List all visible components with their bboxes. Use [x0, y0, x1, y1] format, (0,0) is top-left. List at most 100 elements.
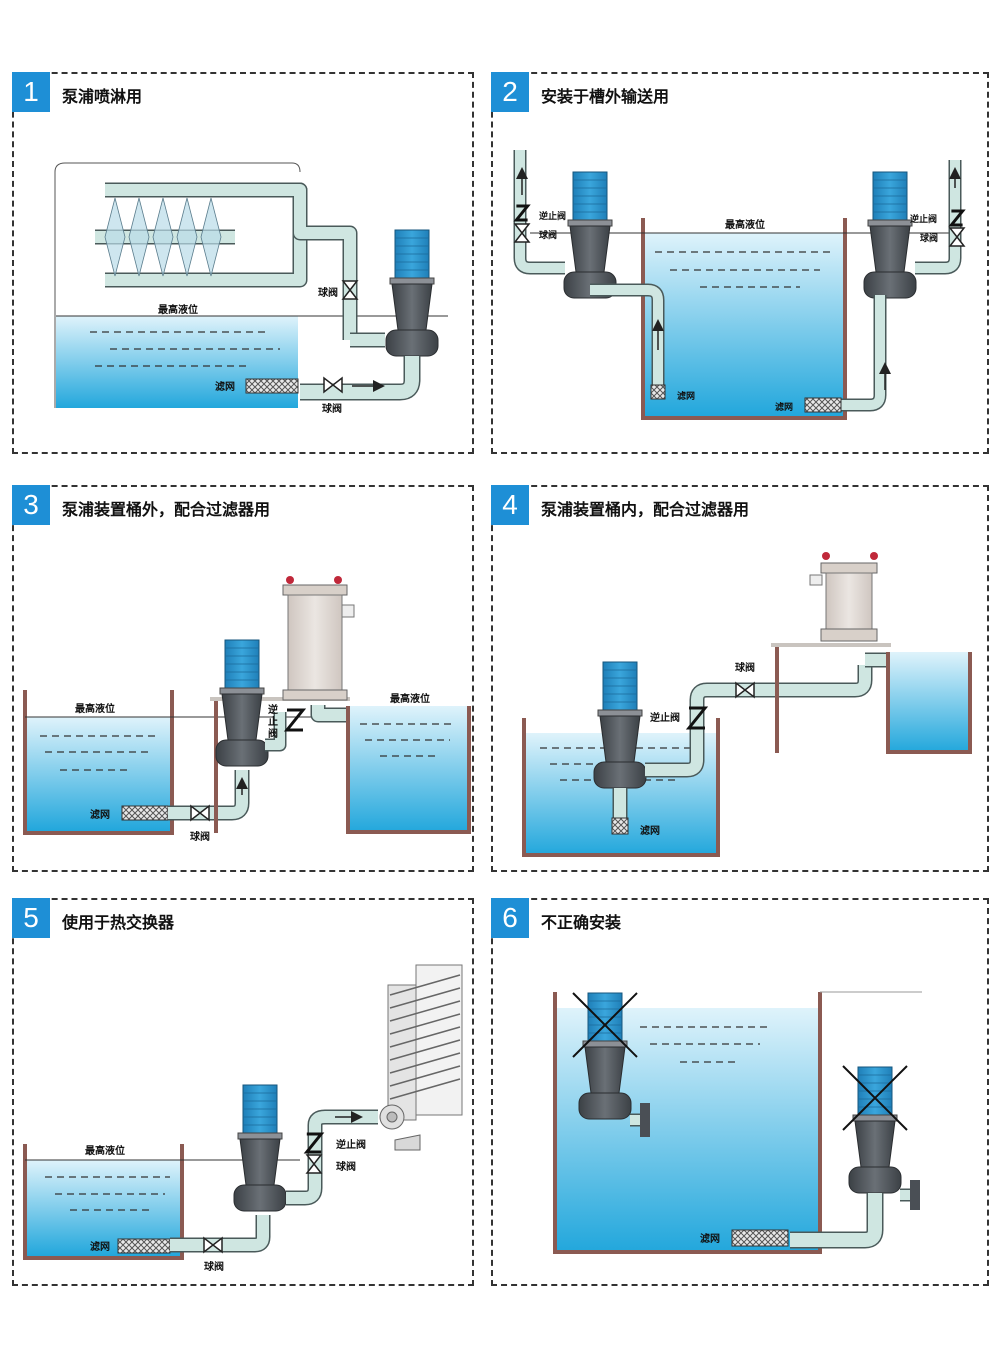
ball-valve-icon — [203, 1236, 223, 1254]
pump-flange — [219, 687, 265, 695]
enclosure-outline — [54, 162, 301, 408]
outlet-flange — [910, 1180, 920, 1210]
ball-valve-label: 球阀 — [539, 229, 557, 241]
pump-body — [221, 693, 263, 741]
plate-line — [389, 1026, 461, 1048]
tank-wall — [553, 992, 822, 1254]
pump-volute — [848, 1166, 902, 1194]
ball-valve-icon — [735, 681, 755, 699]
panel-title: 泵浦喷淋用 — [62, 87, 143, 106]
plate-line — [389, 987, 461, 1009]
pipe — [168, 770, 248, 819]
panel-title: 泵浦装置桶内，配合过滤器用 — [541, 500, 750, 519]
panel-6: 6 不正确安装 — [491, 898, 989, 1286]
filter-housing — [287, 594, 343, 696]
filter-net-icon — [804, 397, 842, 413]
panel-title: 不正确安装 — [541, 913, 622, 932]
plate-line — [389, 1013, 461, 1035]
filter-vent — [809, 574, 823, 586]
pipe — [805, 295, 885, 410]
filter-label: 滤网 — [215, 380, 235, 393]
pump-flange — [389, 277, 435, 285]
ball-valve-icon — [323, 376, 343, 394]
pump-flange — [852, 1114, 898, 1122]
panel-number: 5 — [12, 898, 50, 938]
check-valve-label: 逆止阀 — [910, 213, 937, 225]
exchanger-foot — [394, 1134, 421, 1151]
check-valve-label: 逆止阀 — [539, 210, 566, 222]
support-plate — [210, 697, 350, 701]
support-leg — [775, 647, 779, 753]
panel-4: 4 泵浦装置桶内，配合过滤器用 — [491, 485, 989, 872]
filter-housing — [825, 572, 873, 630]
ball-valve-label: 球阀 — [735, 661, 755, 674]
panel-number: 3 — [12, 485, 50, 525]
filter-bolt-icon — [334, 576, 342, 584]
check-valve-label: 止 — [268, 715, 278, 728]
max-level-label: 最高液位 — [85, 1144, 125, 1157]
pipe — [286, 1111, 378, 1204]
filter-net-icon — [650, 384, 666, 400]
filter-bolt-icon — [870, 552, 878, 560]
spray-nozzle-icon — [104, 197, 126, 277]
pump-volute — [863, 271, 917, 299]
plate-line — [389, 1000, 461, 1022]
tank-wall — [522, 718, 720, 857]
check-valve-icon — [513, 204, 531, 222]
panel-number: 2 — [491, 72, 529, 112]
filter-base — [282, 689, 348, 701]
check-valve-icon — [303, 1132, 325, 1154]
filter-label: 滤网 — [700, 1232, 720, 1245]
pump-body — [869, 225, 911, 273]
pump-body — [599, 715, 641, 763]
pump-volute — [233, 1184, 287, 1212]
exchanger-port — [386, 1111, 398, 1123]
ball-valve-icon — [513, 223, 531, 243]
filter-vent — [341, 604, 355, 618]
pump-body — [569, 225, 611, 273]
panel-number: 4 — [491, 485, 529, 525]
pump-flange — [567, 219, 613, 227]
pipe — [286, 1109, 378, 1206]
pump-body — [391, 283, 433, 331]
filter-lid — [282, 584, 348, 596]
filter-base — [820, 628, 878, 642]
check-valve-icon — [685, 706, 709, 730]
check-valve-label: 逆 — [268, 703, 278, 716]
outlet-flange — [640, 1103, 650, 1137]
water — [888, 652, 970, 752]
check-valve-label: 逆止阀 — [336, 1138, 366, 1151]
filter-lid — [820, 562, 878, 574]
pump-volute — [593, 761, 647, 789]
panel-title: 使用于热交换器 — [62, 913, 175, 932]
water — [643, 233, 845, 416]
check-valve-label: 逆止阀 — [650, 711, 680, 724]
pipe — [645, 665, 871, 776]
pump-volute — [385, 329, 439, 357]
water — [348, 706, 469, 832]
filter-bolt-icon — [822, 552, 830, 560]
max-level-label: 最高液位 — [75, 702, 115, 715]
tank-wall — [23, 690, 174, 835]
pump-body — [584, 1046, 626, 1094]
pipe — [230, 184, 356, 340]
filter-label: 滤网 — [640, 824, 660, 837]
pipe — [915, 160, 960, 273]
panel-title: 泵浦装置桶外，配合过滤器用 — [62, 500, 271, 519]
pump-volute — [215, 739, 269, 767]
ball-valve-label: 球阀 — [336, 1160, 356, 1173]
panel-1: 1 泵浦喷淋用 — [12, 72, 474, 454]
panel-title: 安装于槽外输送用 — [541, 87, 670, 106]
spray-nozzle-icon — [152, 197, 174, 277]
filter-label: 滤网 — [677, 390, 695, 402]
panel-2: 2 安装于槽外输送用 — [491, 72, 989, 454]
pump-flange — [237, 1132, 283, 1140]
check-valve-icon — [283, 708, 307, 732]
support-plate — [771, 643, 891, 647]
tank-wall — [23, 1144, 184, 1260]
ball-valve-label: 球阀 — [322, 402, 342, 415]
panel-number: 1 — [12, 72, 50, 112]
tank-wall — [641, 218, 847, 420]
pipe — [915, 160, 962, 275]
panel-3: 3 泵浦装置桶外，配合过滤器用 — [12, 485, 474, 872]
